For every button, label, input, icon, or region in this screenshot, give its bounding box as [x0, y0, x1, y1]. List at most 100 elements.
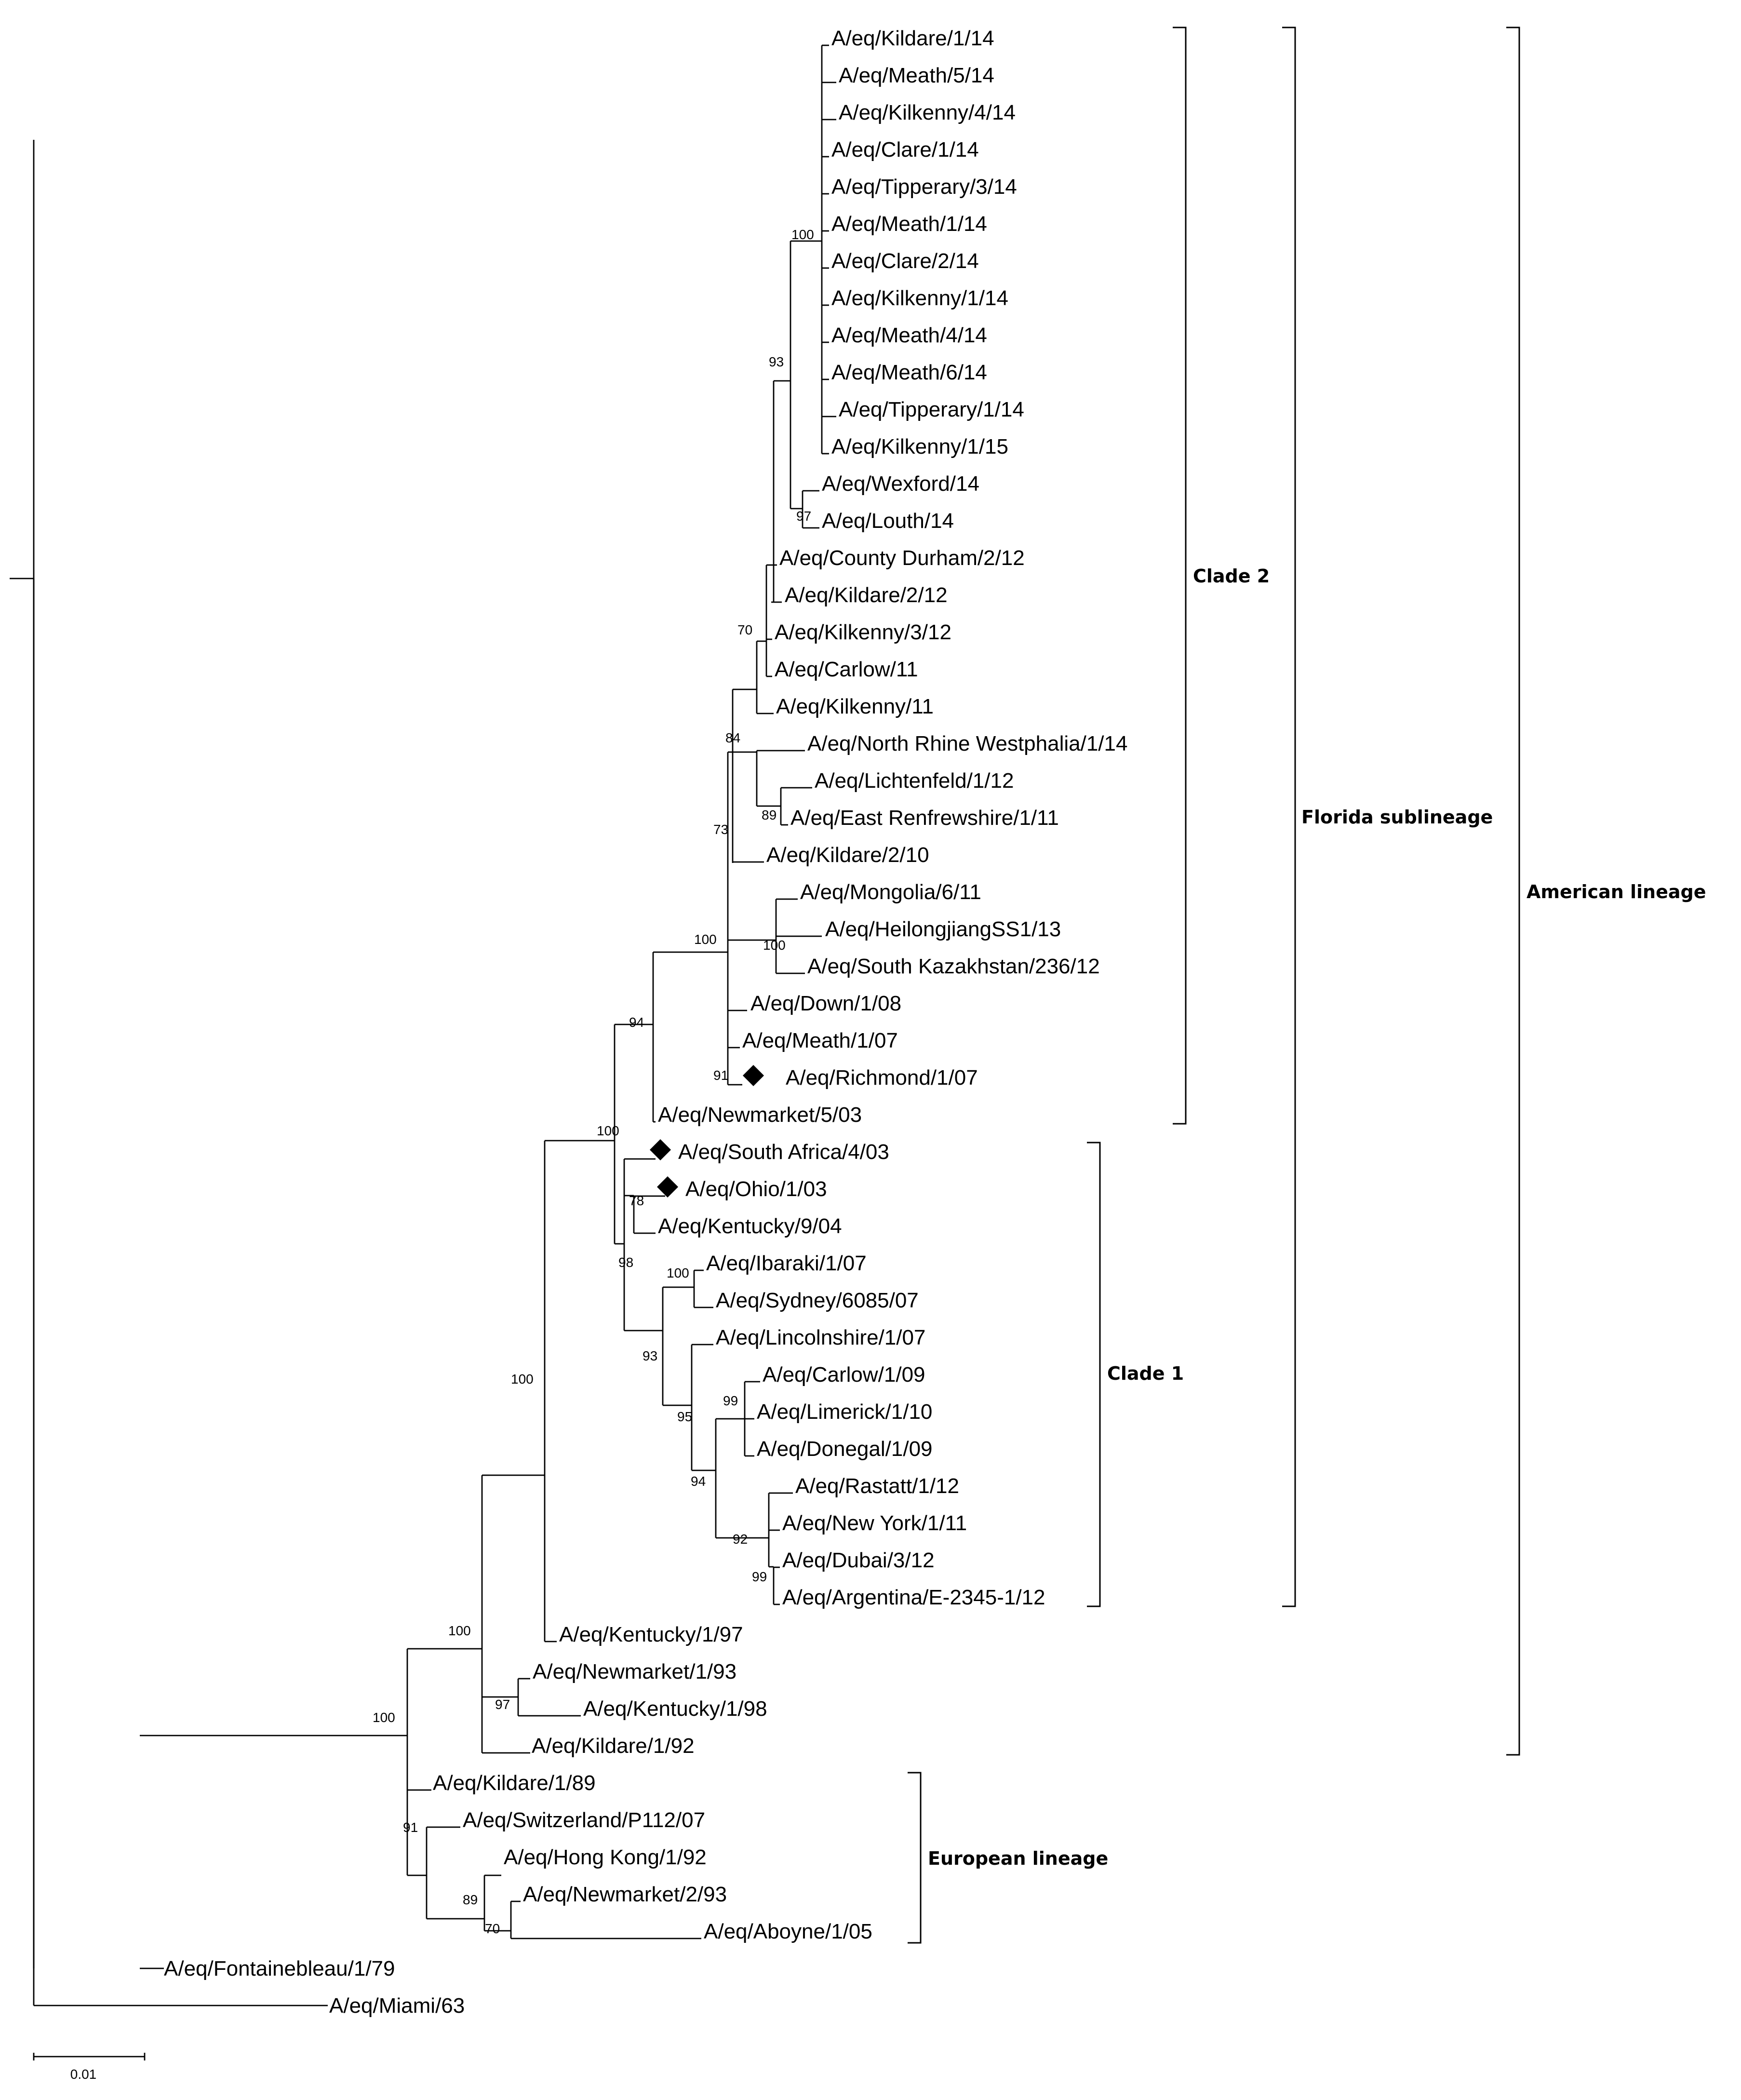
leaf-label: A/eq/Sydney/6085/07 — [716, 1289, 919, 1312]
clade-1-bracket — [1087, 1142, 1101, 1607]
support-value: 94 — [691, 1474, 706, 1489]
support-value: 97 — [495, 1697, 510, 1712]
support-value: 73 — [713, 822, 728, 837]
leaf-label: A/eq/Fontainebleau/1/79 — [164, 1957, 395, 1980]
european-lineage-label: European lineage — [928, 1848, 1108, 1869]
support-value: 91 — [713, 1068, 728, 1083]
european-lineage-bracket — [908, 1772, 922, 1944]
leaf-label: A/eq/Newmarket/5/03 — [658, 1103, 862, 1127]
leaf-label: A/eq/Carlow/1/09 — [763, 1363, 925, 1387]
support-value: 89 — [762, 808, 777, 822]
tree-branches — [10, 44, 836, 2006]
support-value: 93 — [643, 1348, 657, 1363]
leaf-label: A/eq/Limerick/1/10 — [757, 1400, 932, 1424]
leaf-label: A/eq/North Rhine Westphalia/1/14 — [807, 732, 1127, 755]
support-value: 100 — [597, 1123, 619, 1138]
leaf-label: A/eq/Ibaraki/1/07 — [706, 1252, 867, 1275]
leaf-label: A/eq/Down/1/08 — [750, 992, 901, 1015]
leaf-label: A/eq/Donegal/1/09 — [757, 1437, 933, 1461]
leaf-label: A/eq/Meath/1/14 — [831, 212, 987, 236]
leaf-label: A/eq/Clare/1/14 — [831, 138, 979, 162]
support-value: 100 — [694, 932, 717, 947]
leaf-label: A/eq/Tipperary/3/14 — [831, 175, 1017, 199]
leaf-label: A/eq/HeilongjiangSS1/13 — [825, 917, 1061, 941]
leaf-label: A/eq/Rastatt/1/12 — [795, 1474, 959, 1498]
leaf-label: A/eq/Kilkenny/1/14 — [831, 286, 1008, 310]
leaf-label: A/eq/Kentucky/9/04 — [658, 1214, 842, 1238]
leaf-label: A/eq/Aboyne/1/05 — [704, 1920, 872, 1943]
scale-bar: 0.01 — [33, 2053, 146, 2082]
leaf-label: A/eq/South Kazakhstan/236/12 — [807, 955, 1100, 978]
support-value: 99 — [752, 1569, 767, 1584]
leaf-label: A/eq/Newmarket/2/93 — [523, 1883, 727, 1906]
support-value: 100 — [511, 1372, 534, 1387]
support-value: 98 — [618, 1255, 633, 1270]
support-value: 70 — [737, 622, 752, 637]
leaf-label: A/eq/Clare/2/14 — [831, 249, 979, 273]
leaf-label: A/eq/Meath/5/14 — [839, 64, 994, 87]
leaf-label: A/eq/Switzerland/P112/07 — [463, 1808, 705, 1832]
clade-2-label: Clade 2 — [1193, 565, 1270, 587]
leaf-label: A/eq/County Durham/2/12 — [779, 546, 1025, 570]
leaf-label: A/eq/Kildare/1/89 — [433, 1771, 596, 1795]
group-brackets: Clade 2 Clade 1 Florida sublineage Ameri… — [908, 27, 1706, 1944]
support-value: 70 — [485, 1921, 500, 1936]
leaf-label: A/eq/Kildare/1/14 — [831, 27, 994, 50]
scale-bar-label: 0.01 — [70, 2067, 97, 2082]
american-lineage-bracket — [1506, 27, 1520, 1756]
clade-1-label: Clade 1 — [1107, 1363, 1184, 1384]
leaf-label: A/eq/Ohio/1/03 — [685, 1177, 827, 1201]
leaf-label: A/eq/East Renfrewshire/1/11 — [790, 806, 1059, 830]
support-value: 84 — [725, 730, 740, 745]
american-lineage-label: American lineage — [1527, 881, 1706, 902]
leaf-label: A/eq/Argentina/E-2345-1/12 — [782, 1586, 1045, 1609]
leaf-label: A/eq/Lincolnshire/1/07 — [716, 1326, 925, 1349]
leaf-label: A/eq/Carlow/11 — [775, 658, 918, 681]
leaf-label: A/eq/Kilkenny/11 — [776, 695, 934, 718]
support-value: 95 — [677, 1409, 692, 1424]
leaf-label: A/eq/New York/1/11 — [782, 1511, 967, 1535]
florida-sublineage-bracket — [1282, 27, 1296, 1607]
leaf-label: A/eq/Miami/63 — [329, 1994, 465, 2018]
support-value: 91 — [403, 1820, 418, 1835]
diamond-marker — [657, 1176, 678, 1198]
support-value: 92 — [733, 1532, 748, 1547]
leaf-label: A/eq/Kilkenny/4/14 — [839, 101, 1016, 124]
diamond-marker — [743, 1065, 764, 1086]
support-value: 100 — [791, 227, 814, 242]
leaf-label: A/eq/Wexford/14 — [822, 472, 979, 496]
leaf-label: A/eq/Hong Kong/1/92 — [504, 1845, 707, 1869]
leaf-label: A/eq/Meath/1/07 — [742, 1029, 898, 1052]
diamond-marker — [650, 1139, 671, 1160]
leaf-label: A/eq/Louth/14 — [822, 509, 954, 533]
support-value: 89 — [463, 1892, 478, 1907]
leaf-label: A/eq/Meath/4/14 — [831, 323, 987, 347]
leaf-label: A/eq/Kildare/1/92 — [532, 1734, 695, 1758]
support-value: 97 — [796, 509, 811, 524]
florida-sublineage-label: Florida sublineage — [1301, 807, 1493, 828]
leaf-label: A/eq/Kilkenny/1/15 — [831, 435, 1008, 458]
leaf-label: A/eq/Lichtenfeld/1/12 — [815, 769, 1014, 793]
leaf-label: A/eq/Newmarket/1/93 — [533, 1660, 737, 1683]
leaf-label: A/eq/Kentucky/1/97 — [559, 1623, 743, 1646]
leaf-label: A/eq/Kentucky/1/98 — [583, 1697, 767, 1721]
support-value: 100 — [448, 1623, 471, 1638]
support-value: 78 — [629, 1193, 644, 1208]
support-value: 94 — [629, 1015, 644, 1030]
leaf-label: A/eq/Kilkenny/3/12 — [775, 620, 951, 644]
leaf-label: A/eq/Richmond/1/07 — [786, 1066, 978, 1090]
leaf-label: A/eq/Meath/6/14 — [831, 361, 987, 384]
support-values: 100 93 97 70 84 89 73 100 100 94 91 100 … — [373, 227, 814, 1936]
markers — [650, 1065, 764, 1198]
leaf-label: A/eq/Kildare/2/10 — [766, 843, 929, 867]
support-value: 93 — [769, 354, 784, 369]
support-value: 100 — [763, 938, 786, 953]
leaf-labels: A/eq/Kildare/1/14 A/eq/Meath/5/14 A/eq/K… — [164, 27, 1127, 2018]
clade-2-bracket — [1173, 27, 1187, 1125]
support-value: 100 — [373, 1710, 395, 1725]
leaf-label: A/eq/Tipperary/1/14 — [839, 398, 1024, 421]
leaf-label: A/eq/Dubai/3/12 — [782, 1548, 935, 1572]
leaf-label: A/eq/Mongolia/6/11 — [800, 880, 981, 904]
support-value: 100 — [667, 1265, 689, 1280]
